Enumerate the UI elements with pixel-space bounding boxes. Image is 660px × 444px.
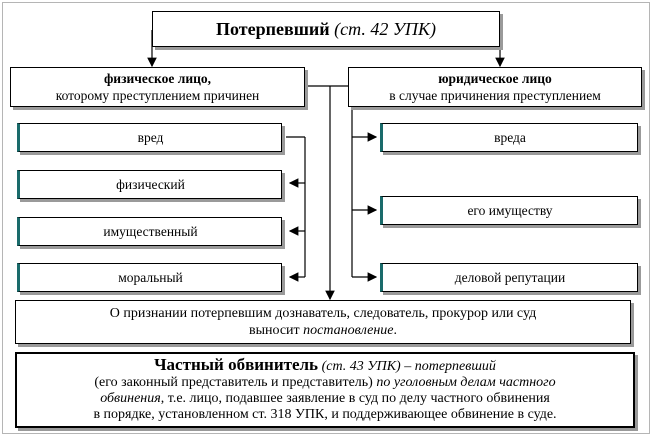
decision-box: О признании потерпевшим дознаватель, сле… [15,300,631,344]
left-item-moral: моральный [17,263,282,292]
private-prosecutor-line-4: в порядке, установленном ст. 318 УПК, и … [93,407,557,422]
right-item-property: его имуществу [380,196,638,225]
legal-entity-subtext: в случае причинения преступлением [389,88,601,103]
decision-line-2: выносит постановление. [248,323,398,338]
victim-title: Потерпевший [216,19,330,39]
left-item-harm: вред [17,123,282,152]
decision-line-1: О признании потерпевшим дознаватель, сле… [109,306,537,321]
individual-category-box: физическое лицо, которому преступлением … [10,67,305,107]
left-item-physical: физический [17,170,282,199]
individual-subtext: которому преступлением причинен [55,88,260,103]
right-item-reputation: деловой репутации [380,263,638,292]
private-prosecutor-title: Частный обвинитель (ст. 43 УПК) – потерп… [154,355,496,374]
left-item-property: имущественный [17,217,282,246]
diagram-frame [2,2,650,434]
right-item-harm: вреда [380,123,638,152]
legal-entity-heading: юридическое лицо [438,71,552,86]
legal-entity-category-box: юридическое лицо в случае причинения пре… [348,67,642,107]
victim-ref: (ст. 42 УПК) [329,19,436,39]
private-prosecutor-line-3: обвинения, т.е. лицо, подавшее заявление… [100,391,550,406]
individual-heading: физическое лицо, [103,71,212,86]
private-prosecutor-box: Частный обвинитель (ст. 43 УПК) – потерп… [15,352,635,428]
victim-title-box: Потерпевший (ст. 42 УПК) [152,11,500,47]
private-prosecutor-line-2: (его законный представитель и представит… [94,375,556,390]
